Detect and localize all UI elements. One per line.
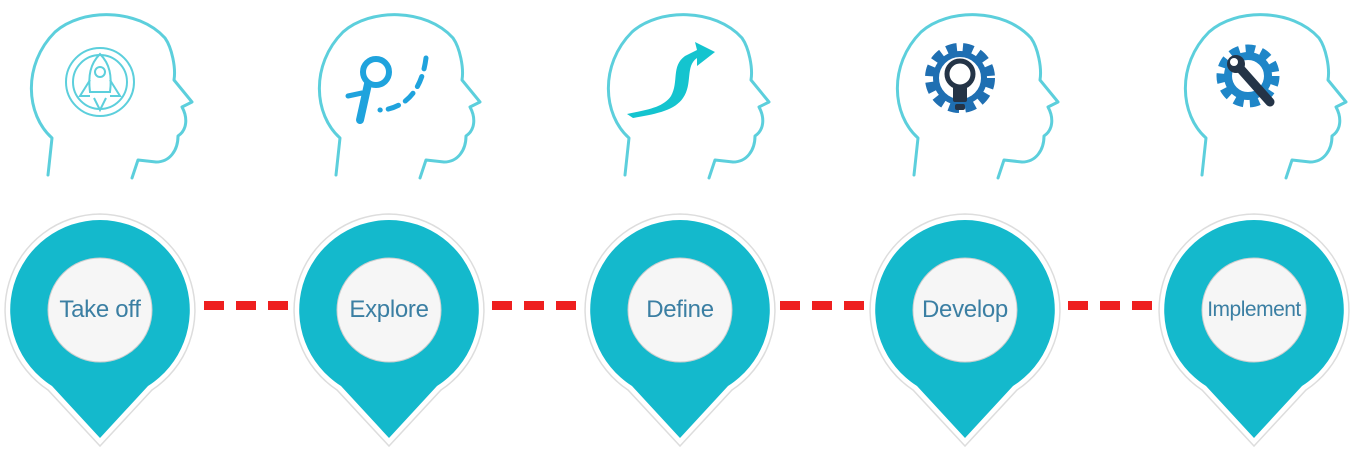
connector-dash (1132, 301, 1152, 310)
connector-dash (1100, 301, 1120, 310)
gear-wrench-icon (1216, 44, 1280, 108)
step-label: Explore (349, 296, 429, 323)
head-step-1 (20, 10, 195, 180)
magnifier-icon (345, 55, 429, 124)
connector-dash (268, 301, 288, 310)
head-outline (29, 13, 194, 180)
step-pin-1: Take off (2, 212, 198, 448)
head-step-2 (308, 10, 483, 180)
head-outline (1183, 13, 1348, 180)
head-outline (317, 13, 482, 180)
connector-dash (492, 301, 512, 310)
step-label: Implement (1207, 298, 1301, 321)
step-label: Develop (922, 296, 1008, 323)
step-pin-5: Implement (1156, 212, 1352, 448)
connector-dash (844, 301, 864, 310)
connector-dash (236, 301, 256, 310)
rocket-icon (65, 47, 135, 117)
connector-dash (1068, 301, 1088, 310)
step-label: Define (646, 296, 714, 323)
head-outline (895, 13, 1060, 180)
connector-dash (556, 301, 576, 310)
head-step-5 (1174, 10, 1349, 180)
step-label: Take off (59, 296, 141, 323)
lightbulb-gear-icon (925, 43, 995, 113)
connector-dash (780, 301, 800, 310)
connector-dash (524, 301, 544, 310)
head-outline (606, 13, 771, 180)
step-pin-2: Explore (291, 212, 487, 448)
step-pin-4: Develop (867, 212, 1063, 448)
connector-dash (204, 301, 224, 310)
step-pin-3: Define (582, 212, 778, 448)
head-step-3 (597, 10, 772, 180)
connector-dash (812, 301, 832, 310)
head-step-4 (886, 10, 1061, 180)
rising-arrow-icon (627, 42, 715, 118)
